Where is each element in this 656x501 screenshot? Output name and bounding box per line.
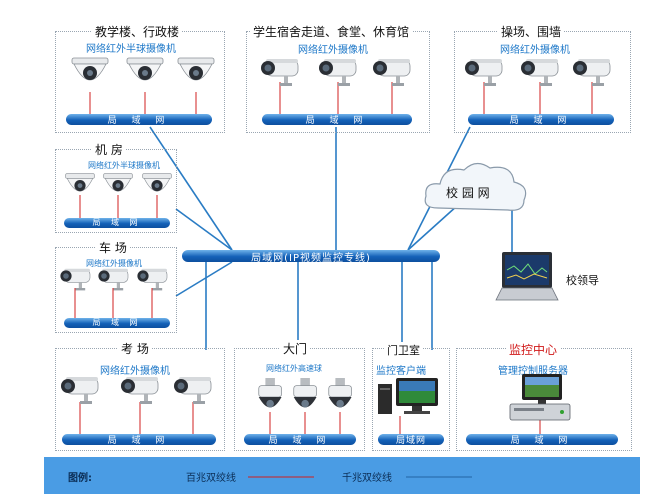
server-icon [509, 374, 571, 421]
bus-exam: 局 域 网 [62, 434, 216, 446]
group-teaching-title: 教学楼、行政楼 [92, 23, 183, 40]
legend-item-fast-ethernet: 百兆双绞线 [186, 473, 236, 484]
group-gate-subtitle: 网络红外高速球 [266, 364, 322, 373]
group-parking-subtitle: 网络红外摄像机 [86, 259, 142, 268]
bus-monitor-label: 局 域 网 [510, 436, 574, 446]
legend-label: 图例: [68, 473, 92, 484]
bus-guard: 局域网 [378, 434, 444, 446]
bullet-camera-icon [171, 376, 215, 410]
campus-cloud-icon [424, 162, 527, 211]
legend: 图例: 百兆双绞线 千兆双绞线 [44, 457, 640, 494]
main-bus-label: 局域网(IP视频监控专线) [251, 253, 371, 264]
speed-dome-icon [254, 378, 286, 420]
group-exam-title: 考 场 [118, 340, 152, 357]
campus-cloud-label: 校 园 网 [446, 186, 490, 200]
bullet-camera-icon [570, 58, 614, 92]
leader-label: 校领导 [566, 274, 599, 287]
bus-playground-label: 局 域 网 [509, 116, 573, 126]
group-exam-subtitle: 网络红外摄像机 [100, 366, 170, 377]
laptop-icon [495, 252, 559, 301]
dome-camera-icon [64, 172, 96, 203]
group-guard-subtitle: 监控客户端 [376, 366, 426, 377]
bus-machine-room: 局 域 网 [64, 218, 170, 228]
dome-camera-icon [70, 56, 110, 94]
bus-guard-label: 局域网 [395, 436, 426, 446]
group-guard-title: 门卫室 [384, 342, 423, 358]
group-playground-title: 操场、围墙 [498, 23, 565, 40]
link-teaching [149, 126, 233, 251]
link-parking [175, 261, 233, 297]
bus-playground: 局 域 网 [468, 114, 614, 126]
speed-dome-icon [324, 378, 356, 420]
bus-teaching-label: 局 域 网 [107, 116, 171, 126]
group-parking-title: 车 场 [96, 239, 130, 256]
dome-camera-icon [141, 172, 173, 203]
legend-red-line [248, 476, 314, 478]
group-teaching-subtitle: 网络红外半球摄像机 [86, 44, 176, 55]
bullet-camera-icon [118, 376, 162, 410]
bus-teaching: 局 域 网 [66, 114, 212, 126]
group-dorm-title: 学生宿舍走道、食堂、休育馆 [250, 23, 413, 40]
link-machine-room [175, 208, 233, 251]
dome-camera-icon [176, 56, 216, 94]
bus-gate: 局 域 网 [244, 434, 356, 446]
bullet-camera-icon [518, 58, 562, 92]
bus-parking: 局 域 网 [64, 318, 170, 328]
bullet-camera-icon [135, 268, 170, 296]
bullet-camera-icon [96, 268, 131, 296]
bus-exam-label: 局 域 网 [107, 436, 171, 446]
dome-camera-icon [102, 172, 134, 203]
group-machine-room-title: 机 房 [92, 141, 126, 158]
bullet-camera-icon [58, 376, 102, 410]
client-pc-icon [378, 378, 438, 414]
legend-blue-line [406, 476, 472, 478]
bus-dorm-label: 局 域 网 [305, 116, 369, 126]
bus-monitor: 局 域 网 [466, 434, 618, 446]
bullet-camera-icon [258, 58, 302, 92]
bullet-camera-icon [370, 58, 414, 92]
link-campus-cloud [407, 204, 459, 251]
dome-camera-icon [125, 56, 165, 94]
main-bus: 局域网(IP视频监控专线) [182, 250, 440, 264]
bus-gate-label: 局 域 网 [268, 436, 332, 446]
bullet-camera-icon [58, 268, 93, 296]
legend-item-gigabit: 千兆双绞线 [342, 473, 392, 484]
bullet-camera-icon [462, 58, 506, 92]
bus-machine-room-label: 局 域 网 [92, 218, 142, 227]
speed-dome-icon [289, 378, 321, 420]
group-dorm-subtitle: 网络红外摄像机 [298, 45, 368, 56]
group-monitor-subtitle: 管理控制服务器 [498, 366, 568, 377]
bullet-camera-icon [316, 58, 360, 92]
group-gate-title: 大门 [280, 340, 311, 357]
group-monitor-title: 监控中心 [506, 341, 561, 358]
group-machine-room-subtitle: 网络红外半球摄像机 [88, 161, 160, 170]
bus-dorm: 局 域 网 [262, 114, 412, 126]
group-playground-subtitle: 网络红外摄像机 [500, 45, 570, 56]
bus-parking-label: 局 域 网 [92, 318, 142, 327]
